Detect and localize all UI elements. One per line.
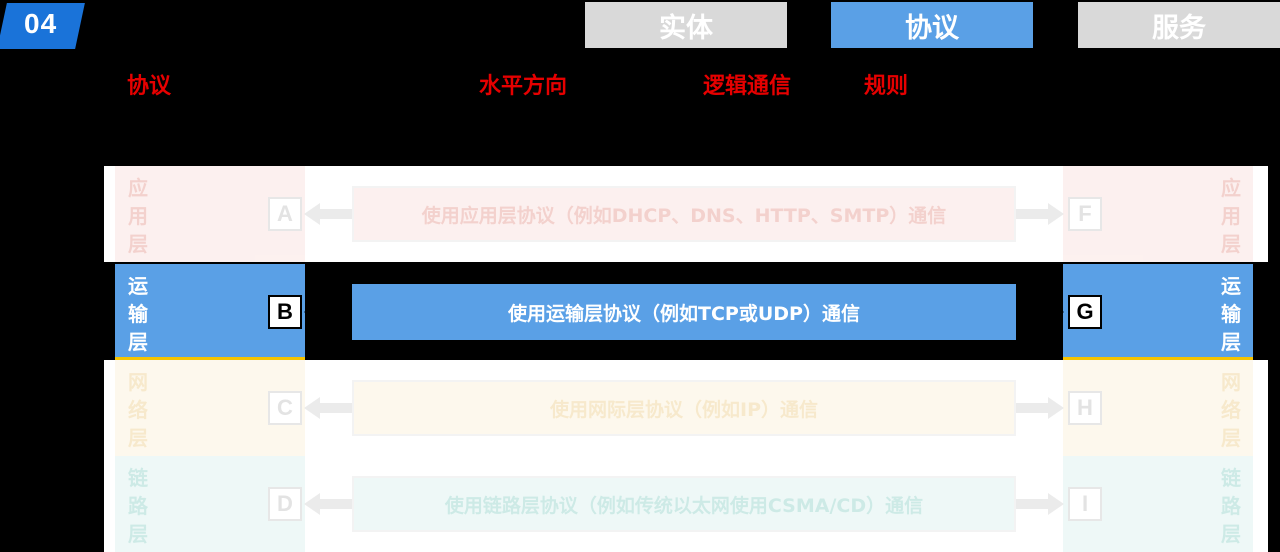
link-protocol-message: 使用链路层协议（例如传统以太网使用CSMA/CD）通信	[352, 476, 1016, 532]
application-left-layer-name: 应用层	[126, 174, 150, 258]
link-right-node: I	[1068, 487, 1102, 521]
network-left-arrow-icon	[304, 397, 352, 419]
layer-name-char: 输	[1221, 302, 1241, 326]
link-right-layer-name: 链路层	[1219, 464, 1243, 548]
application-left-arrow-icon	[304, 203, 352, 225]
layer-name-char: 运	[1221, 274, 1241, 298]
keyword-horizontal: 水平方向	[479, 74, 568, 99]
link-right-arrow-icon	[1016, 493, 1064, 515]
application-right-arrow-icon	[1016, 203, 1064, 225]
link-left-arrow-icon	[304, 493, 352, 515]
tab-entity[interactable]: 实体	[585, 2, 787, 48]
link-left-node: D	[268, 487, 302, 521]
layer-name-char: 运	[128, 274, 148, 298]
layer-name-char: 用	[128, 204, 148, 228]
transport-left-arrow-icon	[304, 301, 352, 323]
layer-name-char: 输	[128, 302, 148, 326]
network-left-layer-name: 网络层	[126, 368, 150, 452]
layer-name-char: 网	[1221, 370, 1241, 394]
layer-name-char: 层	[1221, 426, 1241, 450]
layer-name-char: 络	[1221, 398, 1241, 422]
network-protocol-message: 使用网际层协议（例如IP）通信	[352, 380, 1016, 436]
layer-name-char: 路	[1221, 494, 1241, 518]
layer-name-char: 链	[128, 466, 148, 490]
layer-name-char: 网	[128, 370, 148, 394]
tab-service[interactable]: 服务	[1078, 2, 1280, 48]
layer-name-char: 络	[128, 398, 148, 422]
transport-left-node: B	[268, 295, 302, 329]
layer-name-char: 层	[128, 330, 148, 354]
keyword-protocol: 协议	[127, 74, 172, 99]
layer-name-char: 应	[1221, 176, 1241, 200]
network-right-layer-name: 网络层	[1219, 368, 1243, 452]
layer-name-char: 用	[1221, 204, 1241, 228]
application-right-layer-name: 应用层	[1219, 174, 1243, 258]
application-protocol-message: 使用应用层协议（例如DHCP、DNS、HTTP、SMTP）通信	[352, 186, 1016, 242]
transport-right-node: G	[1068, 295, 1102, 329]
network-right-node: H	[1068, 391, 1102, 425]
keyword-logical-communication: 逻辑通信	[703, 74, 792, 99]
layer-name-char: 层	[128, 232, 148, 256]
network-left-node: C	[268, 391, 302, 425]
layer-name-char: 层	[1221, 232, 1241, 256]
transport-right-arrow-icon	[1016, 301, 1064, 323]
tab-protocol[interactable]: 协议	[831, 2, 1033, 48]
network-right-arrow-icon	[1016, 397, 1064, 419]
layer-name-char: 应	[128, 176, 148, 200]
transport-protocol-message: 使用运输层协议（例如TCP或UDP）通信	[352, 284, 1016, 340]
link-left-layer-name: 链路层	[126, 464, 150, 548]
application-right-node: F	[1068, 197, 1102, 231]
application-left-node: A	[268, 197, 302, 231]
layer-name-char: 层	[128, 522, 148, 546]
layer-name-char: 路	[128, 494, 148, 518]
transport-right-layer-name: 运输层	[1219, 272, 1243, 356]
transport-left-layer-name: 运输层	[126, 272, 150, 356]
layer-name-char: 链	[1221, 466, 1241, 490]
layer-name-char: 层	[1221, 330, 1241, 354]
keyword-rules: 规则	[864, 74, 909, 99]
layer-name-char: 层	[128, 426, 148, 450]
section-number: 04	[24, 8, 58, 39]
layer-name-char: 层	[1221, 522, 1241, 546]
